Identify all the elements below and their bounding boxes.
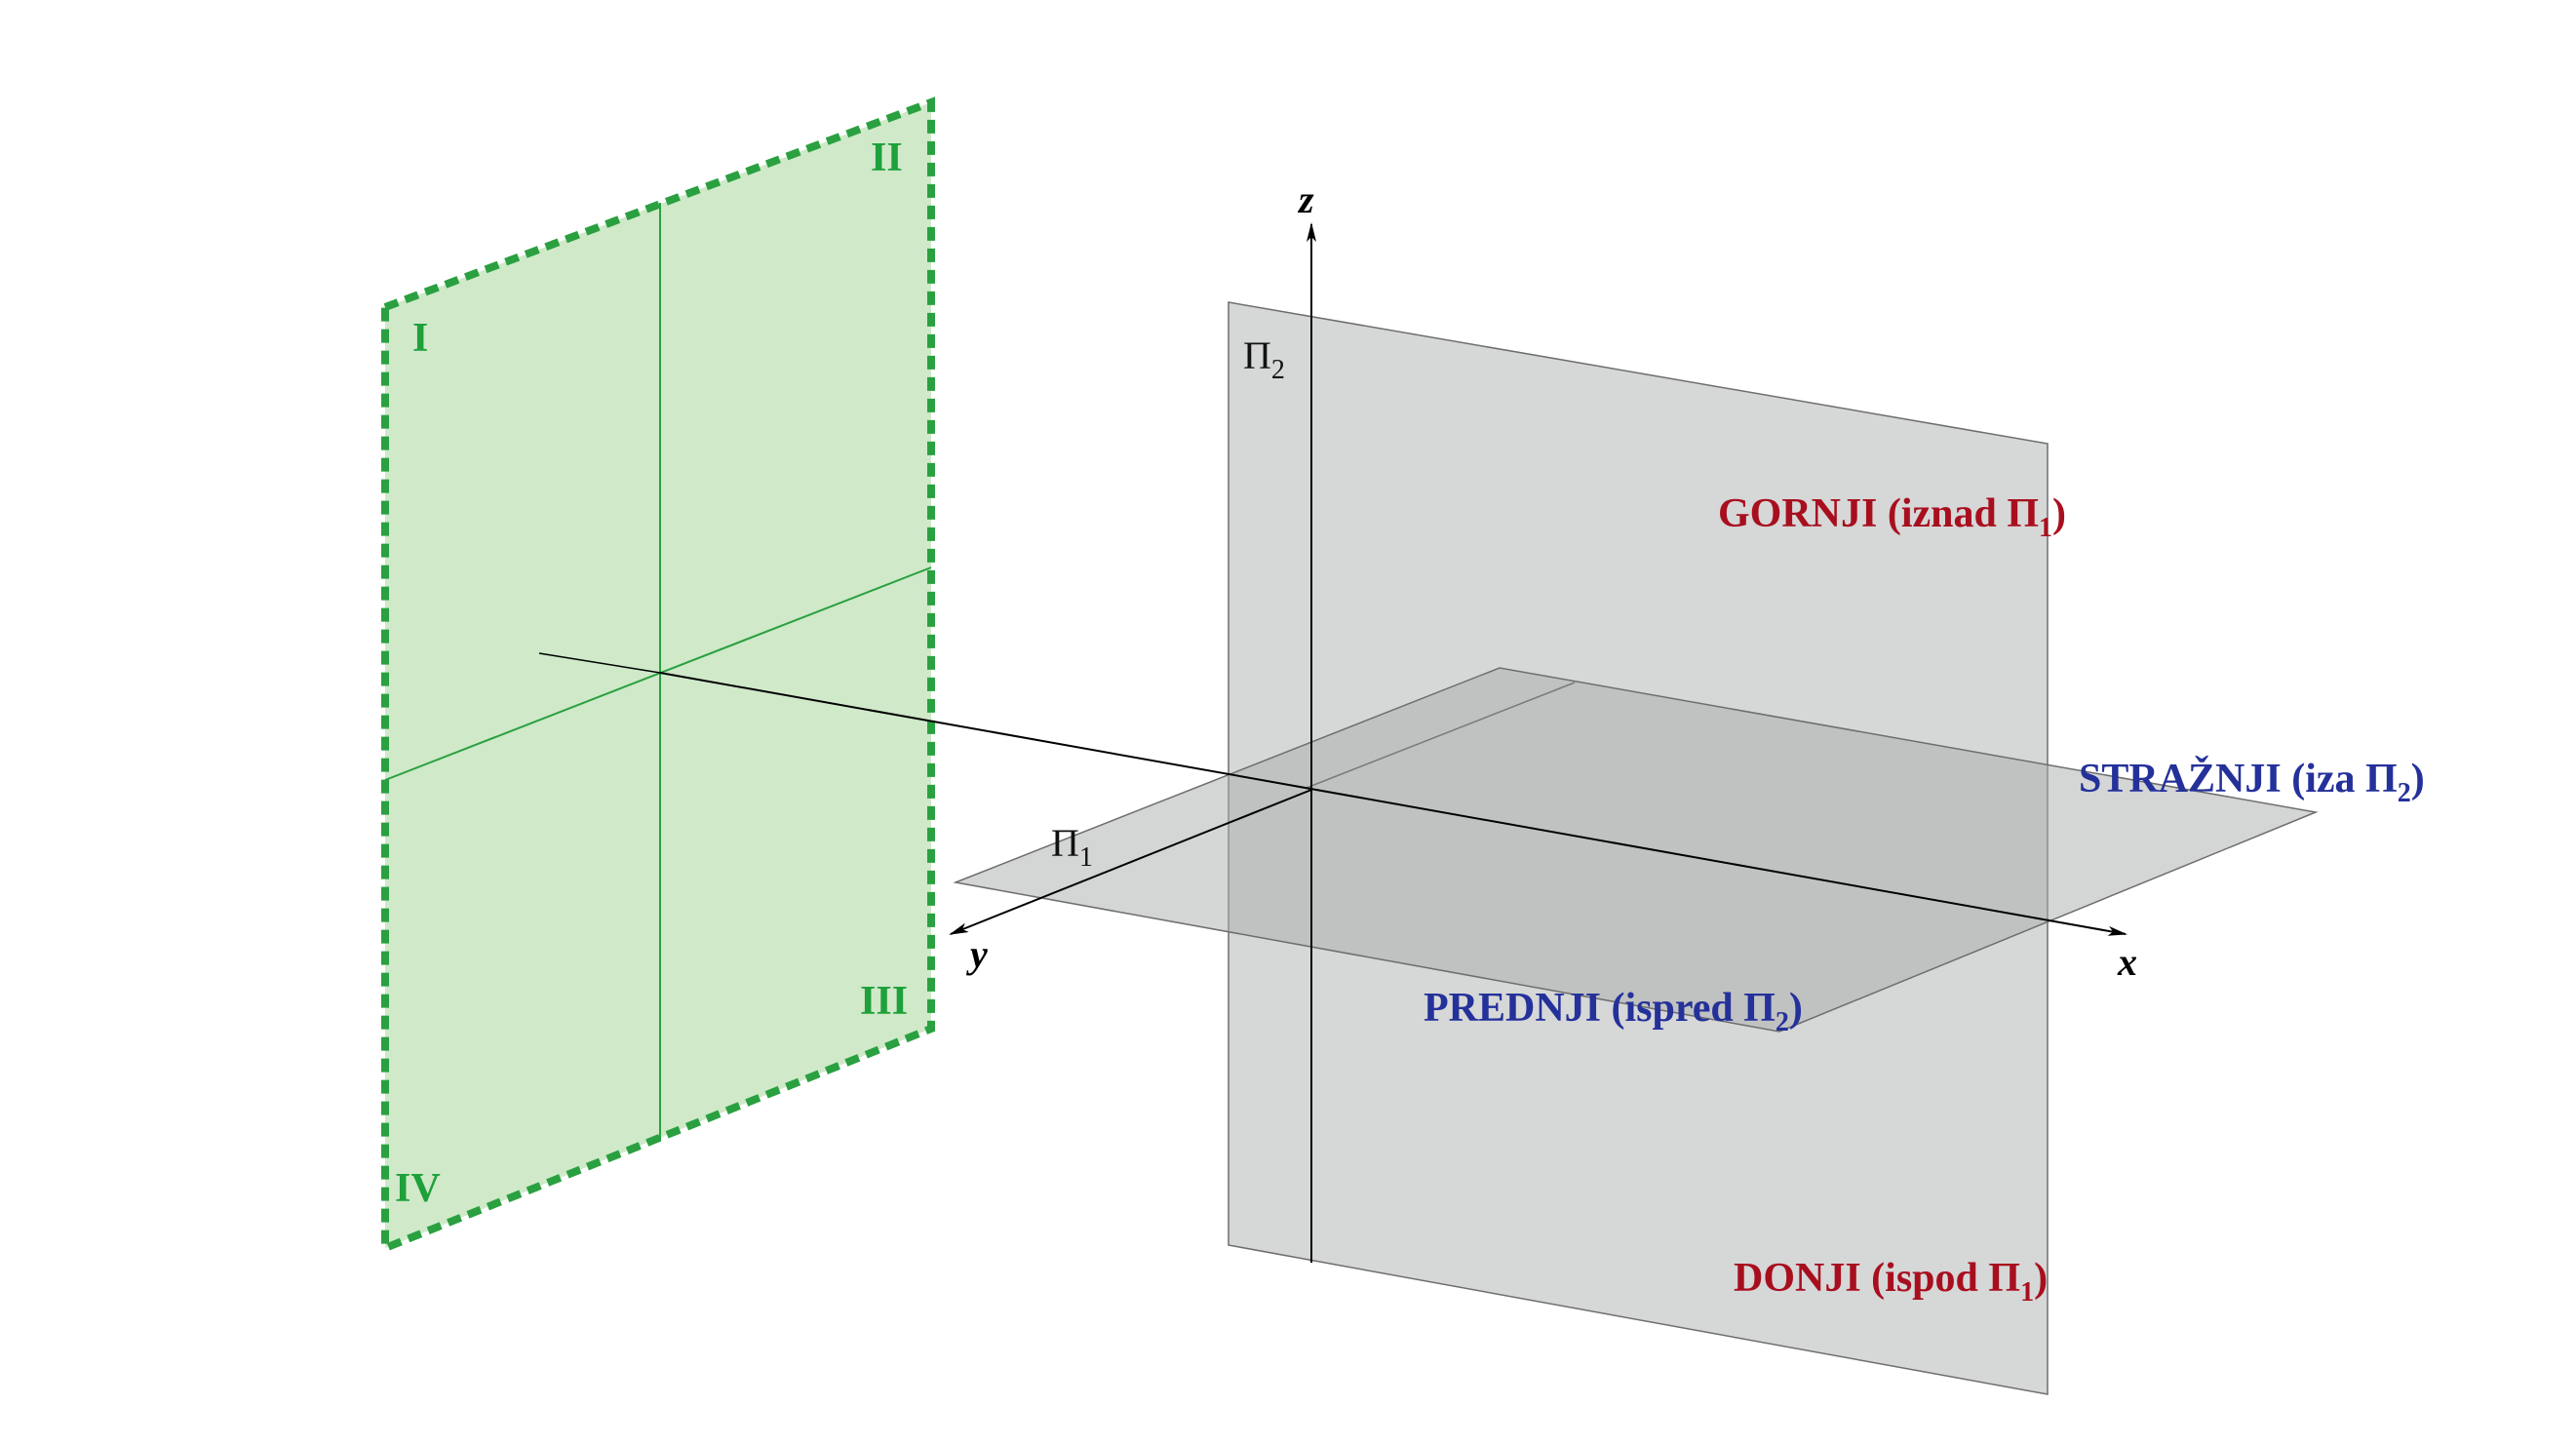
profile-plane-horizontal-divider — [384, 566, 932, 781]
quadrant-label-2: II — [871, 136, 903, 180]
region-label-front: PREDNJI (ispred Π2) — [1424, 986, 1803, 1037]
z-axis-label: z — [1297, 177, 1314, 221]
profile-plane: I II III IV — [381, 97, 935, 1254]
y-axis-label: y — [966, 932, 988, 976]
region-label-upper: GORNJI (iznad Π1) — [1718, 491, 2066, 543]
quadrant-label-3: III — [860, 979, 908, 1024]
plane-intersection-line — [1306, 682, 1576, 789]
region-label-back: STRAŽNJI (iza Π2) — [2079, 756, 2425, 808]
region-label-lower: DONJI (ispod Π1) — [1734, 1256, 2048, 1308]
x-axis-back-extension — [538, 652, 661, 674]
profile-plane-face — [381, 97, 935, 1254]
plane-pi1 — [953, 667, 2319, 1033]
quadrant-label-1: I — [412, 316, 428, 361]
x-axis-label: x — [2117, 940, 2137, 984]
plane-pi2-label: Π2 — [1243, 333, 1285, 385]
x-axis — [659, 672, 2127, 936]
quadrant-label-4: IV — [395, 1166, 441, 1211]
plane-pi1-label: Π1 — [1051, 821, 1093, 873]
y-axis — [949, 789, 1312, 935]
coordinate-axes: x y z — [538, 177, 2137, 1263]
